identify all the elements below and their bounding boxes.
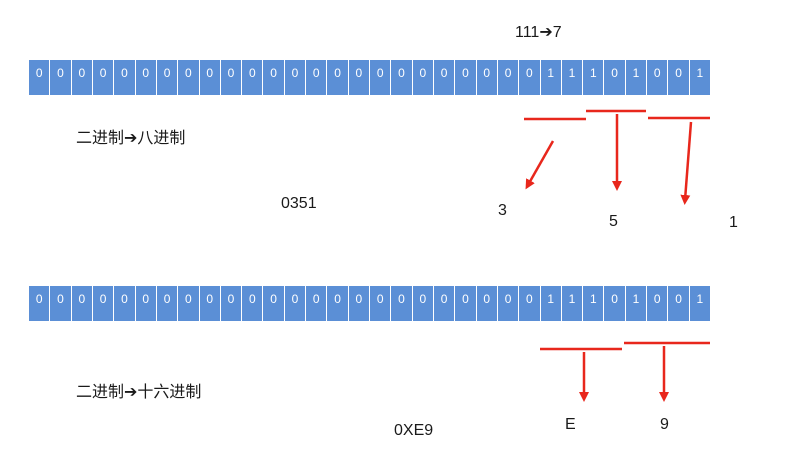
bit-cell: 0: [476, 286, 498, 321]
bit-cell: 1: [583, 286, 605, 321]
bit-cell: 0: [135, 286, 157, 321]
bit-cell: 0: [92, 60, 115, 95]
bit-cell: 0: [306, 60, 328, 95]
bit-cell: 1: [540, 60, 562, 95]
bit-cell: 1: [561, 60, 584, 95]
bit-cell: 0: [476, 60, 498, 95]
bit-cell: 0: [668, 60, 690, 95]
bit-cell: 1: [625, 286, 648, 321]
bit-cell: 0: [455, 286, 477, 321]
bit-cell: 0: [604, 60, 626, 95]
octal-result: 0351: [281, 195, 317, 212]
bit-cell: 0: [668, 286, 690, 321]
bit-cell: 0: [284, 286, 307, 321]
bit-cell: 0: [178, 60, 200, 95]
bit-cell: 0: [370, 286, 392, 321]
hex-result: 0XE9: [394, 422, 434, 439]
group-example-label: 111➔7: [515, 24, 562, 41]
bit-cell: 1: [540, 286, 562, 321]
bit-cell: 1: [689, 60, 710, 95]
bit-cell: 0: [199, 60, 221, 95]
bit-cell: 0: [327, 286, 349, 321]
bit-cell: 0: [348, 60, 370, 95]
bit-cell: 1: [689, 286, 710, 321]
bit-cell: 1: [583, 60, 605, 95]
bit-cell: 0: [370, 60, 392, 95]
bit-cell: 0: [199, 286, 221, 321]
bit-cell: 0: [242, 60, 264, 95]
bit-cell: 0: [29, 286, 51, 321]
bit-cell: 1: [561, 286, 584, 321]
octal-digit: 3: [498, 202, 507, 219]
bit-cell: 0: [519, 60, 541, 95]
bit-cell: 0: [50, 60, 72, 95]
bit-cell: 0: [92, 286, 115, 321]
bit-cell: 0: [29, 60, 51, 95]
bit-cell: 0: [412, 60, 434, 95]
bit-cell: 0: [433, 286, 456, 321]
bit-cell: 0: [647, 286, 669, 321]
bit-cell: 0: [156, 60, 179, 95]
bit-cell: 0: [391, 60, 413, 95]
bit-cell: 0: [263, 286, 285, 321]
bit-cell: 0: [455, 60, 477, 95]
bit-cell: 0: [263, 60, 285, 95]
bit-cell: 0: [114, 60, 136, 95]
bit-cell: 0: [71, 60, 93, 95]
bit-cell: 0: [519, 286, 541, 321]
bit-cell: 0: [433, 60, 456, 95]
octal-section-title: 二进制➔八进制: [76, 130, 186, 147]
bit-cell: 0: [348, 286, 370, 321]
bit-cell: 0: [327, 60, 349, 95]
hex-digit: E: [565, 416, 576, 433]
bit-cell: 0: [412, 286, 434, 321]
bit-cell: 1: [625, 60, 648, 95]
octal-arrow: [680, 121, 693, 205]
bit-cell: 0: [391, 286, 413, 321]
bit-cell: 0: [604, 286, 626, 321]
bit-cell: 0: [306, 286, 328, 321]
bit-cell: 0: [647, 60, 669, 95]
octal-digit: 5: [609, 213, 618, 230]
bit-cell: 0: [50, 286, 72, 321]
bit-cell: 0: [284, 60, 307, 95]
hex-section-title: 二进制➔十六进制: [76, 384, 202, 401]
bit-cell: 0: [178, 286, 200, 321]
bit-cell: 0: [135, 60, 157, 95]
bit-cell: 0: [242, 286, 264, 321]
octal-arrow: [525, 140, 555, 190]
bit-cell: 0: [220, 60, 243, 95]
bit-cell: 0: [497, 286, 520, 321]
bit-cell: 0: [114, 286, 136, 321]
bit-cell: 0: [220, 286, 243, 321]
hex-digit: 9: [660, 416, 669, 433]
bit-cell: 0: [497, 60, 520, 95]
bit-cell: 0: [156, 286, 179, 321]
octal-digit: 1: [729, 214, 738, 231]
bit-cell: 0: [71, 286, 93, 321]
